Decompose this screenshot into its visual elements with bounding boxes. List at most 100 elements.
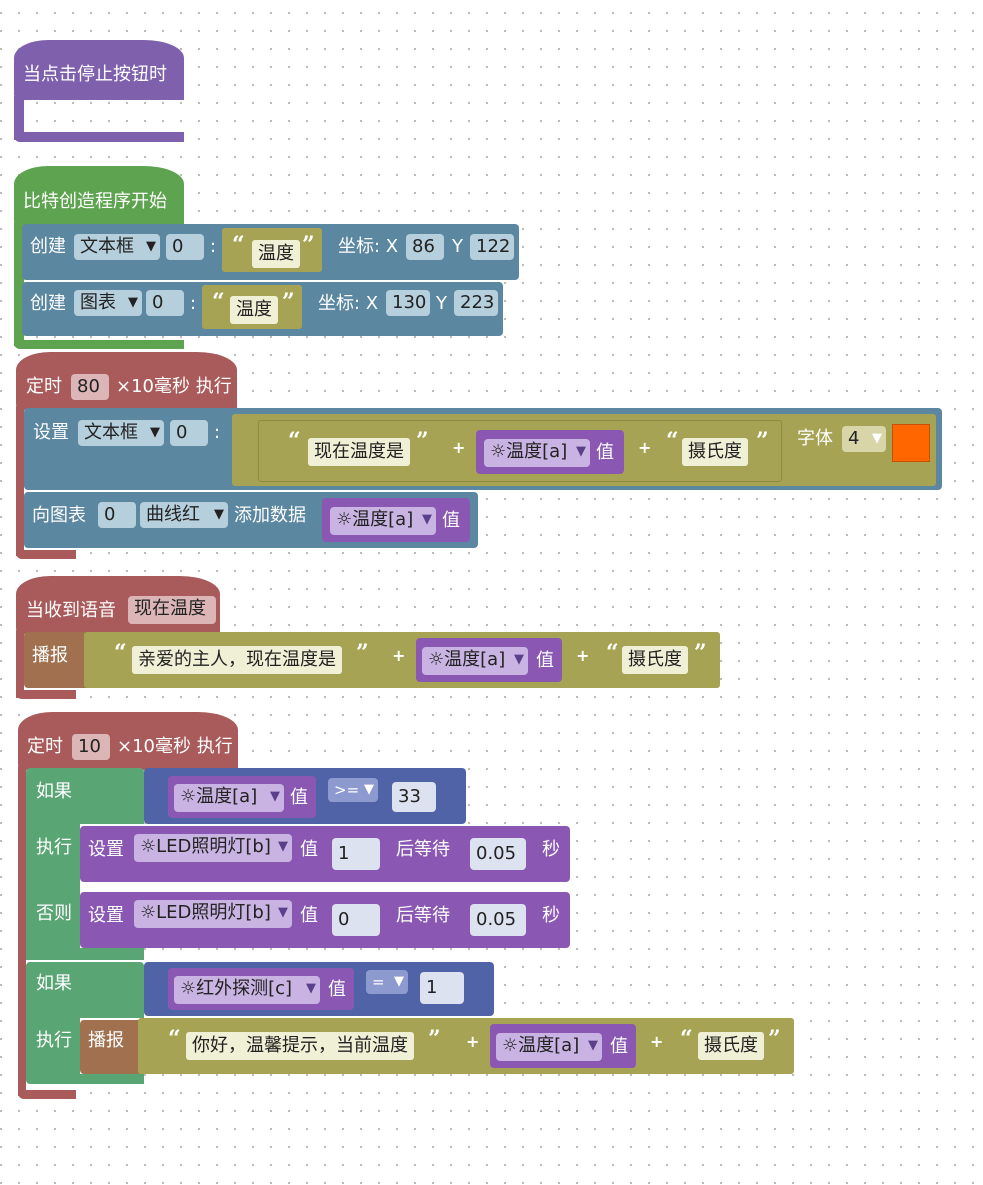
timer-80-bottom — [16, 550, 76, 559]
threshold-input[interactable]: 33 — [392, 782, 436, 812]
create-chart-keyword: 创建 — [30, 293, 66, 314]
operator-dropdown[interactable]: =▼ — [366, 970, 408, 994]
wait-input[interactable]: 0.05 — [470, 904, 526, 936]
if-else-bottom — [26, 948, 144, 960]
set-textbox-id-input[interactable]: 0 — [170, 420, 208, 446]
concat-text2-field[interactable]: 摄氏度 — [682, 438, 748, 466]
close-quote-icon: ” — [768, 1026, 781, 1052]
seconds-label: 秒 — [542, 905, 560, 926]
set-textbox-type-dropdown[interactable]: 文本框▼ — [78, 420, 164, 446]
sun-icon: ☼ — [180, 786, 197, 807]
chevron-down-icon: ▼ — [278, 839, 288, 854]
chart-add-keyword: 向图表 — [32, 505, 86, 526]
textbox-x-input[interactable]: 86 — [406, 234, 444, 260]
open-quote-icon: “ — [680, 1026, 693, 1052]
program-start-label: 比特创造程序开始 — [23, 191, 167, 212]
if-else-block[interactable] — [26, 768, 144, 824]
speak-text2-field[interactable]: 摄氏度 — [622, 646, 688, 674]
chart-type-value: 图表 — [80, 292, 116, 313]
sensor-dropdown[interactable]: ☼温度[a]▼ — [330, 507, 436, 535]
operator-dropdown[interactable]: >=▼ — [328, 778, 378, 802]
set-led-keyword: 设置 — [88, 905, 124, 926]
do-keyword: 执行 — [36, 837, 72, 858]
wait-input[interactable]: 0.05 — [470, 838, 526, 870]
timer-10-prefix: 定时 — [27, 736, 63, 757]
plus-sign: + — [452, 438, 466, 457]
timer-80-prefix: 定时 — [26, 376, 62, 397]
voice-phrase-input[interactable]: 现在温度 — [128, 596, 216, 624]
speak-keyword: 播报 — [32, 645, 68, 666]
sensor-dropdown[interactable]: ☼红外探测[c]▼ — [174, 976, 320, 1004]
value-label: 值 — [300, 839, 318, 860]
open-quote-icon: “ — [606, 640, 619, 666]
led-device-dropdown[interactable]: ☼LED照明灯[b]▼ — [134, 834, 292, 862]
timer-10-interval-input[interactable]: 10 — [72, 734, 110, 760]
led-device-name: LED照明灯[b] — [156, 902, 271, 923]
sensor-name: 温度[a] — [518, 1035, 580, 1056]
sun-icon: ☼ — [428, 649, 445, 670]
seconds-label: 秒 — [542, 839, 560, 860]
if-keyword: 如果 — [36, 973, 72, 994]
sensor-dropdown[interactable]: ☼温度[a]▼ — [484, 439, 590, 467]
open-quote-icon: “ — [168, 1026, 181, 1052]
voice-event-left-arm — [16, 630, 24, 698]
wait-label: 后等待 — [396, 839, 450, 860]
chart-id-input[interactable]: 0 — [146, 290, 184, 316]
plus-sign: + — [466, 1032, 480, 1051]
plus-sign: + — [392, 646, 406, 665]
chevron-down-icon: ▼ — [394, 974, 404, 989]
led-level-input[interactable]: 1 — [332, 838, 380, 870]
speak-text1-field[interactable]: 你好，温馨提示，当前温度 — [186, 1032, 414, 1060]
program-start-bottom — [14, 340, 184, 349]
close-quote-icon: ” — [356, 640, 369, 666]
chart-text-field[interactable]: 温度 — [230, 296, 278, 324]
if-else-arm — [26, 824, 80, 952]
operator-value: >= — [334, 781, 360, 799]
font-size-dropdown[interactable]: 4▼ — [842, 426, 886, 452]
speak-statement[interactable] — [24, 632, 90, 688]
chart-type-dropdown[interactable]: 图表▼ — [74, 290, 142, 316]
chevron-down-icon: ▼ — [306, 981, 316, 996]
textbox-id-input[interactable]: 0 — [166, 234, 204, 260]
timer-10-left-arm — [18, 766, 26, 1096]
led-level-input[interactable]: 0 — [332, 904, 380, 936]
sun-icon: ☼ — [490, 441, 507, 462]
textbox-type-dropdown[interactable]: 文本框▼ — [74, 234, 160, 260]
chevron-down-icon: ▼ — [270, 789, 280, 804]
chart-y-input[interactable]: 223 — [454, 290, 498, 316]
textbox-text-field[interactable]: 温度 — [252, 240, 300, 268]
sensor-dropdown[interactable]: ☼温度[a]▼ — [496, 1033, 602, 1061]
open-quote-icon: “ — [212, 289, 225, 315]
sensor-dropdown[interactable]: ☼温度[a]▼ — [174, 784, 284, 812]
timer-10-bottom — [18, 1090, 76, 1099]
create-textbox-keyword: 创建 — [30, 236, 66, 257]
chart-colon: : — [190, 293, 197, 314]
chart-add-id-input[interactable]: 0 — [98, 502, 136, 528]
led-device-dropdown[interactable]: ☼LED照明灯[b]▼ — [134, 900, 292, 928]
color-swatch[interactable] — [892, 424, 930, 462]
plus-sign: + — [576, 646, 590, 665]
open-quote-icon: “ — [232, 232, 245, 258]
speak-text2-field[interactable]: 摄氏度 — [698, 1032, 764, 1060]
speak-keyword: 播报 — [88, 1030, 124, 1051]
chart-x-input[interactable]: 130 — [386, 290, 430, 316]
sun-icon: ☼ — [336, 509, 353, 530]
sensor-dropdown[interactable]: ☼温度[a]▼ — [422, 647, 528, 675]
timer-80-hat — [16, 352, 237, 410]
if-block[interactable] — [26, 962, 144, 1018]
close-quote-icon: ” — [428, 1026, 441, 1052]
textbox-y-input[interactable]: 122 — [470, 234, 514, 260]
speak-text1-field[interactable]: 亲爱的主人，现在温度是 — [132, 646, 342, 674]
stop-event-left-arm — [14, 96, 24, 140]
speak-statement[interactable] — [80, 1020, 144, 1074]
chevron-down-icon: ▼ — [514, 652, 524, 667]
concat-text1-field[interactable]: 现在温度是 — [308, 438, 410, 466]
timer-80-suffix: ×10毫秒 执行 — [116, 376, 232, 397]
timer-80-interval-input[interactable]: 80 — [71, 374, 109, 400]
close-quote-icon: ” — [416, 428, 429, 454]
curve-dropdown[interactable]: 曲线红▼ — [140, 502, 228, 528]
threshold-input[interactable]: 1 — [420, 972, 464, 1004]
textbox-y-label: Y — [452, 236, 463, 257]
textbox-type-value: 文本框 — [80, 236, 134, 257]
wait-label: 后等待 — [396, 905, 450, 926]
